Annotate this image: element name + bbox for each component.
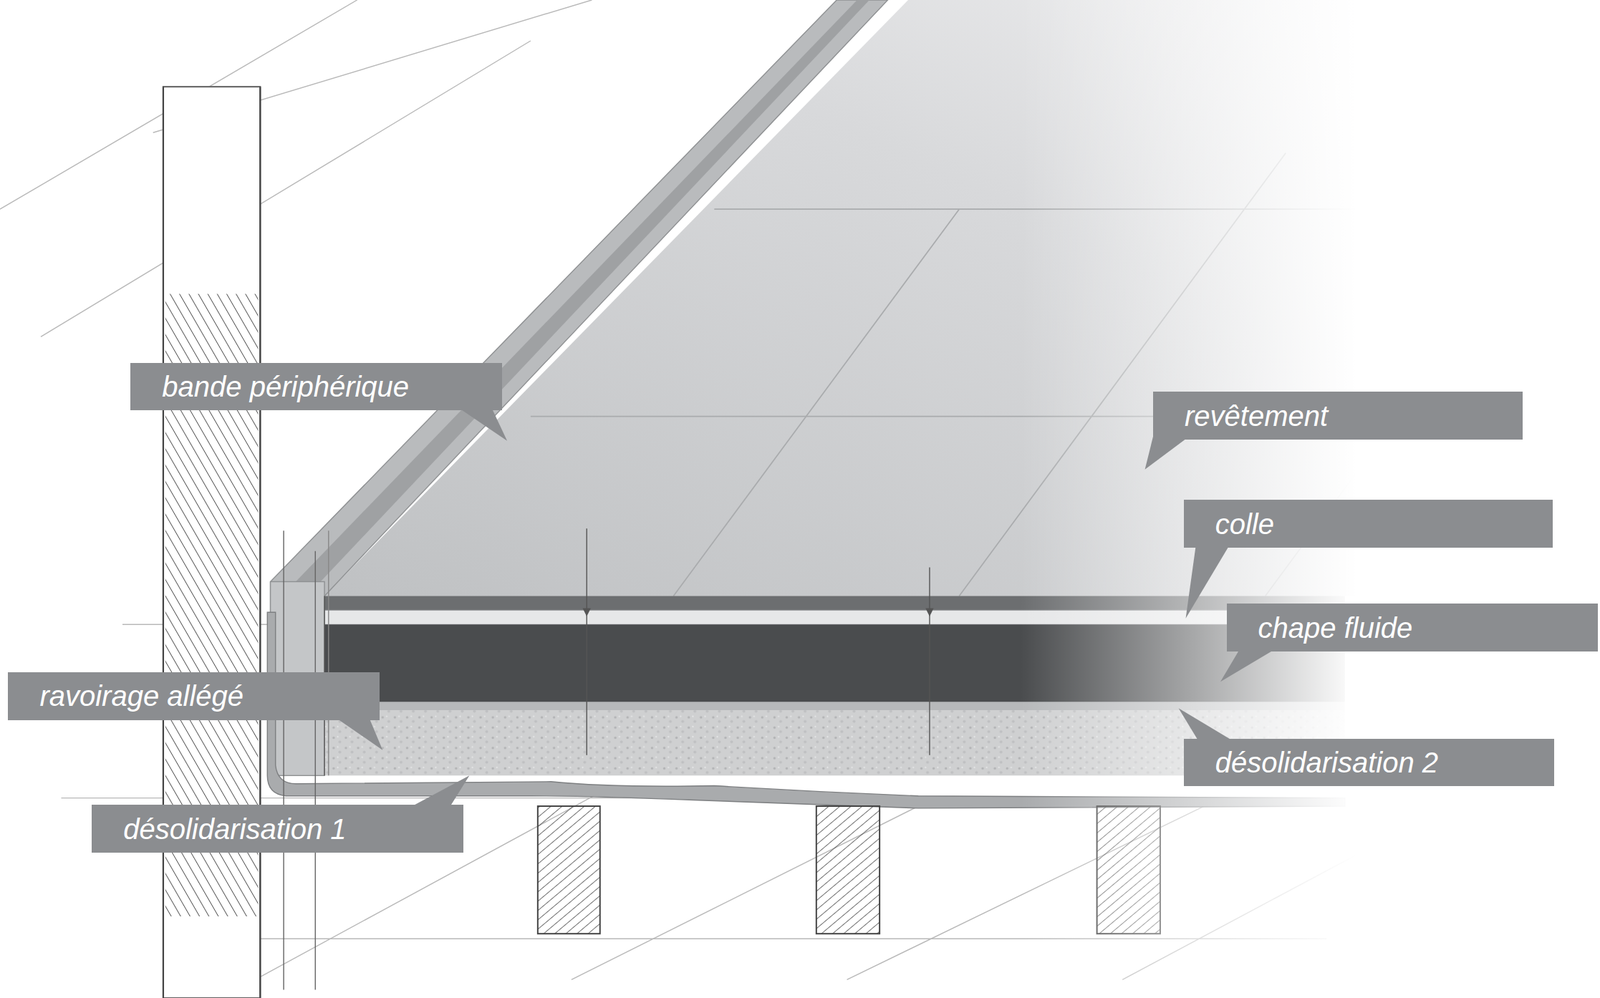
- callout-label: bande périphérique: [130, 363, 503, 411]
- callout-label: chape fluide: [1226, 603, 1599, 652]
- callout-label: revêtement: [1153, 391, 1523, 440]
- label-text: chape fluide: [1258, 612, 1414, 644]
- callout-label: désolidarisation 2: [1183, 739, 1555, 788]
- callout-label: ravoirage allégé: [7, 672, 380, 721]
- label-text: bande périphérique: [161, 370, 409, 403]
- label-text: désolidarisation 2: [1215, 747, 1439, 779]
- callout-label: désolidarisation 1: [91, 805, 464, 853]
- callout-label: colle: [1183, 499, 1554, 548]
- label-text: revêtement: [1184, 400, 1328, 432]
- label-text: désolidarisation 1: [123, 813, 346, 846]
- label-text: ravoirage allégé: [39, 680, 244, 712]
- label-text: colle: [1215, 508, 1275, 541]
